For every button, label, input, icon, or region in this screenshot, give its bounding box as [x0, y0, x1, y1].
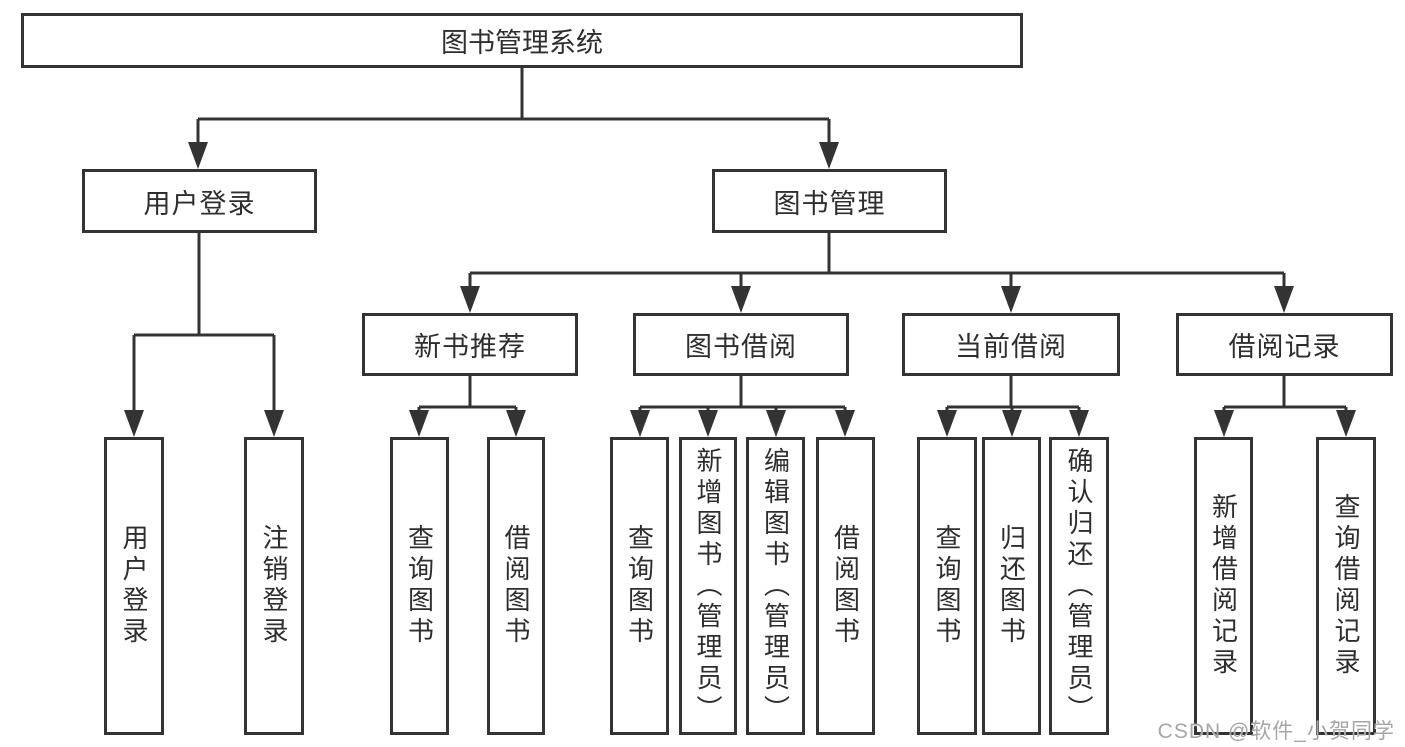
- arrow-icon: [124, 410, 144, 437]
- leaf-add-book-admin-label: 新增图书（管理员）: [693, 446, 723, 726]
- arrow-icon: [1336, 410, 1356, 437]
- leaf-logout-label: 注销登录: [259, 524, 289, 648]
- edge-newbook-to-leaves: [417, 376, 518, 414]
- arrow-icon: [1214, 410, 1234, 437]
- edge-borrow-to-leaves: [638, 376, 847, 414]
- node-user-login: 用户登录: [82, 169, 317, 233]
- arrow-icon: [409, 410, 429, 437]
- leaf-borrow-books-label: 借阅图书: [830, 524, 861, 648]
- node-book-management-label: 图书管理: [773, 188, 886, 219]
- node-new-book-recommend: 新书推荐: [362, 313, 578, 376]
- arrow-icon: [188, 142, 208, 169]
- arrow-icon: [1069, 410, 1089, 437]
- leaf-return-book: 归还图书: [982, 437, 1041, 735]
- edge-current-to-leaves: [945, 376, 1081, 414]
- leaf-query-borrow-record: 查询借阅记录: [1316, 437, 1376, 735]
- node-book-management: 图书管理: [712, 169, 947, 233]
- leaf-edit-book-admin-label: 编辑图书（管理员）: [760, 446, 791, 726]
- arrow-icon: [1002, 410, 1022, 437]
- arrow-icon: [506, 410, 526, 437]
- leaf-add-borrow-record-label: 新增借阅记录: [1208, 493, 1239, 679]
- arrow-icon: [460, 286, 480, 313]
- edge-records-to-leaves: [1222, 376, 1348, 414]
- leaf-return-book-label: 归还图书: [996, 524, 1027, 648]
- leaf-add-borrow-record: 新增借阅记录: [1194, 437, 1253, 735]
- edge-mgmt-to-level3: [468, 233, 1286, 290]
- arrow-icon: [698, 410, 718, 437]
- leaf-query-books-recommend-label: 查询图书: [404, 524, 435, 648]
- leaf-borrow-books: 借阅图书: [816, 437, 875, 735]
- leaf-user-login-label: 用户登录: [119, 524, 149, 648]
- arrow-icon: [937, 410, 957, 437]
- arrow-icon: [731, 286, 751, 313]
- node-new-book-recommend-label: 新书推荐: [414, 332, 526, 362]
- node-borrow-records: 借阅记录: [1176, 313, 1393, 376]
- watermark: CSDN @软件_小贺同学: [1157, 720, 1395, 743]
- leaf-user-login: 用户登录: [104, 437, 164, 735]
- leaf-confirm-return-admin-label: 确认归还（管理员）: [1064, 446, 1094, 726]
- leaf-query-books-borrow-label: 查询图书: [624, 524, 655, 648]
- leaf-query-books-borrow: 查询图书: [610, 437, 669, 735]
- leaf-query-books-current: 查询图书: [917, 437, 977, 735]
- arrow-icon: [264, 410, 284, 437]
- leaf-add-book-admin: 新增图书（管理员）: [679, 437, 737, 735]
- node-book-borrow: 图书借阅: [633, 313, 849, 376]
- arrow-icon: [819, 142, 839, 169]
- arrow-icon: [835, 410, 855, 437]
- node-borrow-records-label: 借阅记录: [1228, 332, 1341, 362]
- node-current-borrow-label: 当前借阅: [955, 332, 1067, 362]
- leaf-logout: 注销登录: [244, 437, 304, 735]
- leaf-query-books-current-label: 查询图书: [932, 524, 962, 648]
- node-current-borrow: 当前借阅: [902, 313, 1120, 376]
- leaf-query-books-recommend: 查询图书: [390, 437, 449, 735]
- node-root: 图书管理系统: [21, 13, 1023, 68]
- node-book-borrow-label: 图书借阅: [685, 332, 797, 362]
- arrow-icon: [766, 410, 786, 437]
- leaf-borrow-books-recommend-label: 借阅图书: [501, 524, 531, 648]
- leaf-confirm-return-admin: 确认归还（管理员）: [1049, 437, 1109, 735]
- leaf-query-borrow-record-label: 查询借阅记录: [1331, 493, 1361, 679]
- node-root-label: 图书管理系统: [441, 28, 603, 58]
- arrow-icon: [1001, 286, 1021, 313]
- node-user-login-label: 用户登录: [143, 188, 256, 219]
- arrow-icon: [1274, 286, 1294, 313]
- arrow-icon: [630, 410, 650, 437]
- edge-login-to-leaves: [132, 233, 276, 414]
- arrowheads: [124, 142, 1356, 437]
- leaf-edit-book-admin: 编辑图书（管理员）: [746, 437, 805, 735]
- leaf-borrow-books-recommend: 借阅图书: [487, 437, 545, 735]
- edge-root-to-level2: [196, 68, 831, 146]
